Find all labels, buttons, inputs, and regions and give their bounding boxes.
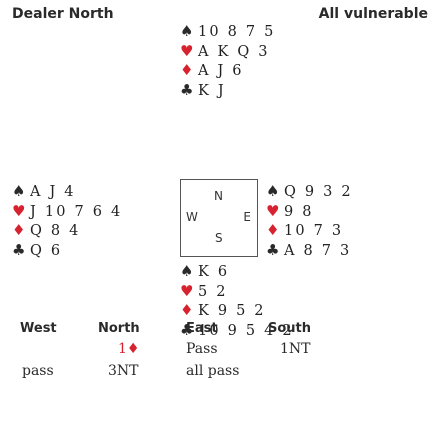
diamond-icon: ♦ xyxy=(180,61,194,79)
compass-north: N xyxy=(214,189,223,203)
compass-south: S xyxy=(215,231,223,245)
club-icon: ♣ xyxy=(180,80,194,99)
east-hearts-row: ♥9 8 xyxy=(266,202,353,222)
heart-icon: ♥ xyxy=(180,281,194,300)
heart-icon: ♥ xyxy=(12,201,26,220)
vulnerability-label: All vulnerable xyxy=(318,6,428,22)
south-hearts: 5 2 xyxy=(198,283,228,300)
diamond-icon: ♦ xyxy=(12,221,26,239)
south-diamonds: K 9 5 2 xyxy=(198,303,266,319)
spade-icon: ♠ xyxy=(180,262,194,280)
heart-icon: ♥ xyxy=(266,201,280,220)
east-clubs-row: ♣A 8 7 3 xyxy=(266,241,353,261)
west-diamonds-row: ♦Q 8 4 xyxy=(12,221,122,241)
north-clubs: K J xyxy=(198,82,226,99)
compass-east: E xyxy=(243,210,251,224)
east-diamonds-row: ♦10 7 3 xyxy=(266,221,353,241)
bid-header-north: North xyxy=(98,321,140,336)
east-spades: Q 9 3 2 xyxy=(284,184,353,200)
north-hearts: A K Q 3 xyxy=(198,43,270,60)
bid-north-1: 1♦ xyxy=(118,341,140,357)
east-hand: ♠Q 9 3 2 ♥9 8 ♦10 7 3 ♣A 8 7 3 xyxy=(266,182,353,260)
diamond-icon: ♦ xyxy=(266,221,280,239)
west-spades-row: ♠A J 4 xyxy=(12,182,122,202)
west-clubs-row: ♣Q 6 xyxy=(12,241,122,261)
bid-north-2: 3NT xyxy=(108,363,139,379)
west-clubs: Q 6 xyxy=(30,242,63,259)
dealer-label: Dealer North xyxy=(12,6,114,22)
bid-east-2: all pass xyxy=(186,363,240,379)
north-spades: 10 8 7 5 xyxy=(198,24,276,40)
south-spades: K 6 xyxy=(198,264,230,280)
north-clubs-row: ♣K J xyxy=(180,81,276,101)
compass-west: W xyxy=(186,210,198,224)
north-spades-row: ♠10 8 7 5 xyxy=(180,22,276,42)
bid-header-east: East xyxy=(186,321,218,336)
east-clubs: A 8 7 3 xyxy=(284,242,352,259)
south-diamonds-row: ♦K 9 5 2 xyxy=(180,301,294,321)
club-icon: ♣ xyxy=(180,320,194,339)
south-clubs: 10 9 5 4 2 xyxy=(198,322,294,339)
west-hearts-row: ♥J 10 7 6 4 xyxy=(12,202,122,222)
south-hand: ♠K 6 ♥5 2 ♦K 9 5 2 ♣10 9 5 4 2 xyxy=(180,262,294,340)
compass-box: N W E S xyxy=(180,179,258,257)
east-diamonds: 10 7 3 xyxy=(284,223,344,239)
east-spades-row: ♠Q 9 3 2 xyxy=(266,182,353,202)
south-hearts-row: ♥5 2 xyxy=(180,282,294,302)
heart-icon: ♥ xyxy=(180,41,194,60)
spade-icon: ♠ xyxy=(12,182,26,200)
south-clubs-row: ♣10 9 5 4 2 xyxy=(180,321,294,341)
west-diamonds: Q 8 4 xyxy=(30,223,81,239)
spade-icon: ♠ xyxy=(266,182,280,200)
north-diamonds-row: ♦A J 6 xyxy=(180,61,276,81)
east-hearts: 9 8 xyxy=(284,203,314,220)
bid-south-1: 1NT xyxy=(280,341,311,357)
club-icon: ♣ xyxy=(12,240,26,259)
north-hand: ♠10 8 7 5 ♥A K Q 3 ♦A J 6 ♣K J xyxy=(180,22,276,100)
spade-icon: ♠ xyxy=(180,22,194,40)
bid-east-1: Pass xyxy=(186,341,218,357)
bid-header-south: South xyxy=(268,321,312,336)
north-diamonds: A J 6 xyxy=(198,63,244,79)
west-hand: ♠A J 4 ♥J 10 7 6 4 ♦Q 8 4 ♣Q 6 xyxy=(12,182,122,260)
bid-header-west: West xyxy=(20,321,57,336)
west-hearts: J 10 7 6 4 xyxy=(30,203,123,220)
club-icon: ♣ xyxy=(266,240,280,259)
diamond-icon: ♦ xyxy=(180,301,194,319)
bid-west-2: pass xyxy=(22,363,54,379)
south-spades-row: ♠K 6 xyxy=(180,262,294,282)
west-spades: A J 4 xyxy=(30,184,76,200)
north-hearts-row: ♥A K Q 3 xyxy=(180,42,276,62)
